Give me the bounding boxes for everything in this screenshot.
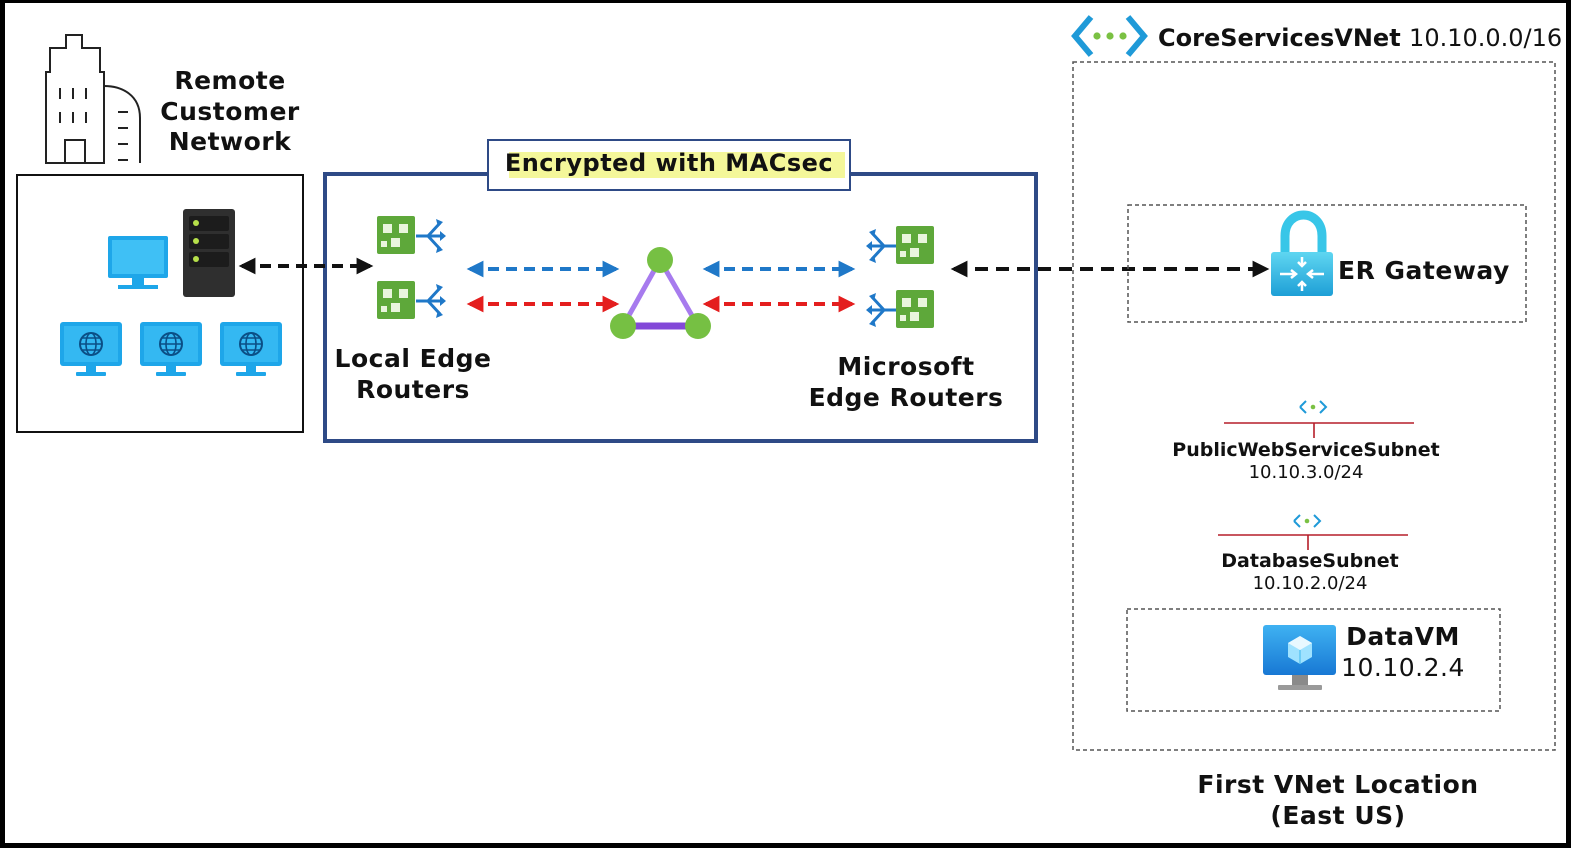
location-line2: (East US) [1270, 800, 1406, 830]
lock-gateway-icon [1271, 210, 1333, 296]
macsec-title-highlight [509, 152, 845, 178]
remote-network-label-line2: Customer [160, 96, 300, 126]
local-routers-label-line2: Routers [356, 374, 470, 404]
subnet-icon [1218, 514, 1408, 550]
vnet-brackets-icon [1071, 15, 1148, 57]
subnet-icon [1224, 400, 1414, 438]
router-icon [864, 290, 934, 329]
location-label: First VNet Location (East US) [1170, 770, 1506, 831]
subnet-1-cidr: 10.10.3.0/24 [1248, 462, 1364, 484]
remote-network-box [16, 174, 304, 433]
subnet-1-name: PublicWebServiceSubnet [1172, 439, 1440, 461]
building-icon [45, 34, 141, 164]
remote-network-label-line1: Remote [174, 66, 286, 95]
subnet-2-name: DatabaseSubnet [1221, 550, 1399, 572]
server-icon [183, 209, 235, 297]
vnet-cidr: 10.10.0.0/16 [1409, 24, 1563, 52]
vm-ip: 10.10.2.4 [1341, 652, 1465, 682]
router-icon [864, 226, 934, 265]
ms-routers-label-line1: Microsoft [837, 352, 975, 381]
circuit-triangle-icon [610, 247, 711, 339]
gateway-label: ER Gateway [1338, 256, 1510, 285]
router-icon [377, 281, 448, 320]
ms-routers-label-line2: Edge Routers [808, 382, 1004, 412]
monitor-icon [108, 236, 168, 289]
vnet-container [1072, 61, 1556, 751]
local-routers-label-line1: Local Edge [334, 344, 492, 373]
vnet-title: CoreServicesVNet 10.10.0.0/16 [1158, 24, 1562, 53]
macsec-title: Encrypted with MACsec [504, 149, 834, 177]
vm-icon [1263, 625, 1336, 690]
vm-label: DataVM 10.10.2.4 [1338, 622, 1468, 683]
location-line1: First VNet Location [1197, 770, 1479, 799]
gateway-box [1127, 204, 1527, 323]
router-icon [377, 216, 448, 255]
globe-monitor-icon [139, 321, 203, 377]
vnet-name: CoreServicesVNet [1158, 24, 1401, 52]
subnet-1-label: PublicWebServiceSubnet 10.10.3.0/24 [1170, 439, 1442, 484]
vm-name: DataVM [1346, 622, 1460, 651]
globe-monitor-icon [59, 321, 123, 377]
globe-monitor-icon [219, 321, 283, 377]
vm-box [1126, 608, 1501, 712]
subnet-2-cidr: 10.10.2.0/24 [1252, 573, 1368, 595]
local-routers-label: Local Edge Routers [322, 344, 504, 405]
remote-network-label: Remote Customer Network [150, 66, 310, 158]
subnet-2-label: DatabaseSubnet 10.10.2.0/24 [1190, 550, 1430, 595]
remote-network-label-line3: Network [168, 127, 292, 156]
ms-routers-label: Microsoft Edge Routers [800, 352, 1012, 413]
